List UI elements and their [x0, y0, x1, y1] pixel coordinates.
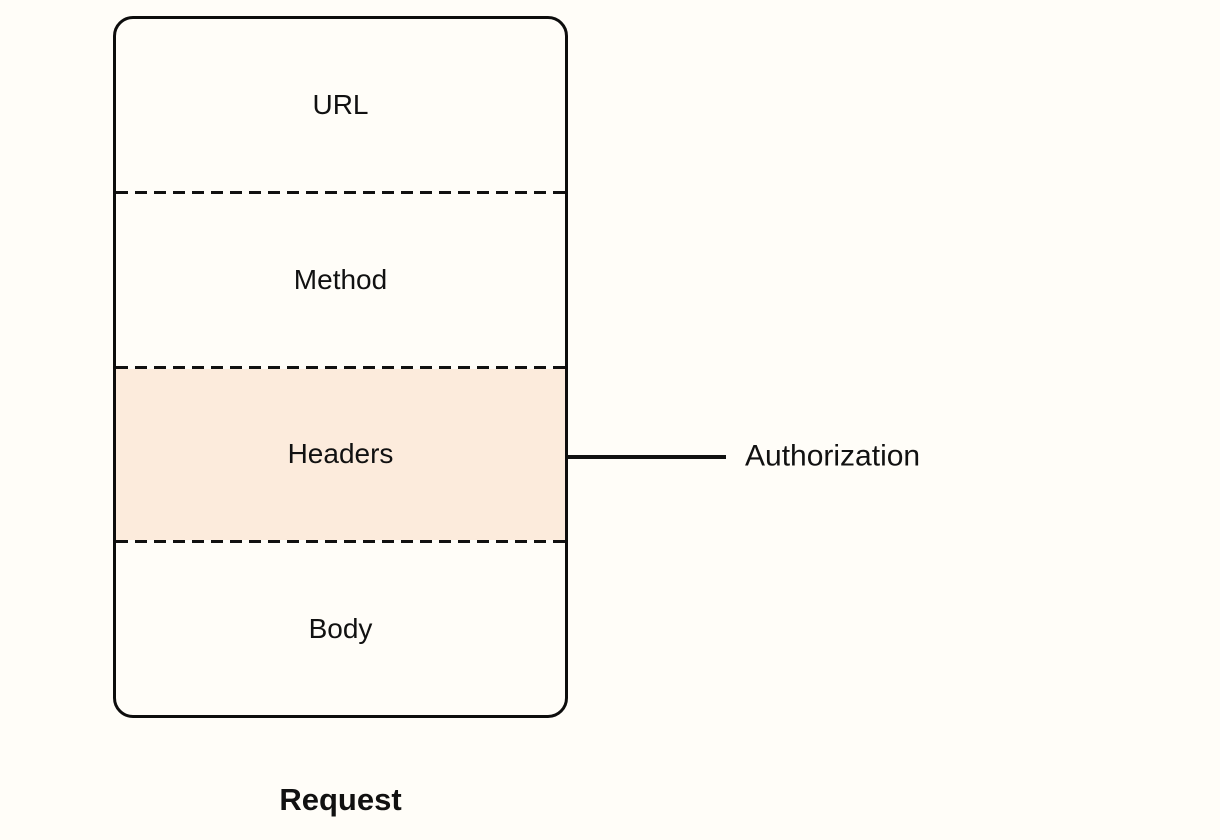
dashed-divider: [116, 365, 565, 369]
request-box: URL Method Headers Body: [113, 16, 568, 718]
section-label-headers: Headers: [287, 438, 394, 470]
annotation-connector-line: [567, 455, 726, 459]
section-label-url: URL: [312, 88, 369, 120]
section-body: Body: [116, 543, 565, 715]
dashed-divider: [116, 540, 565, 544]
dashed-divider: [116, 190, 565, 194]
section-label-method: Method: [293, 263, 388, 295]
annotation-label: Authorization: [745, 439, 921, 473]
diagram-caption: Request: [279, 782, 402, 817]
section-label-body: Body: [308, 613, 373, 645]
section-headers: Headers: [116, 368, 565, 541]
section-method: Method: [116, 194, 565, 366]
section-url: URL: [116, 19, 565, 191]
